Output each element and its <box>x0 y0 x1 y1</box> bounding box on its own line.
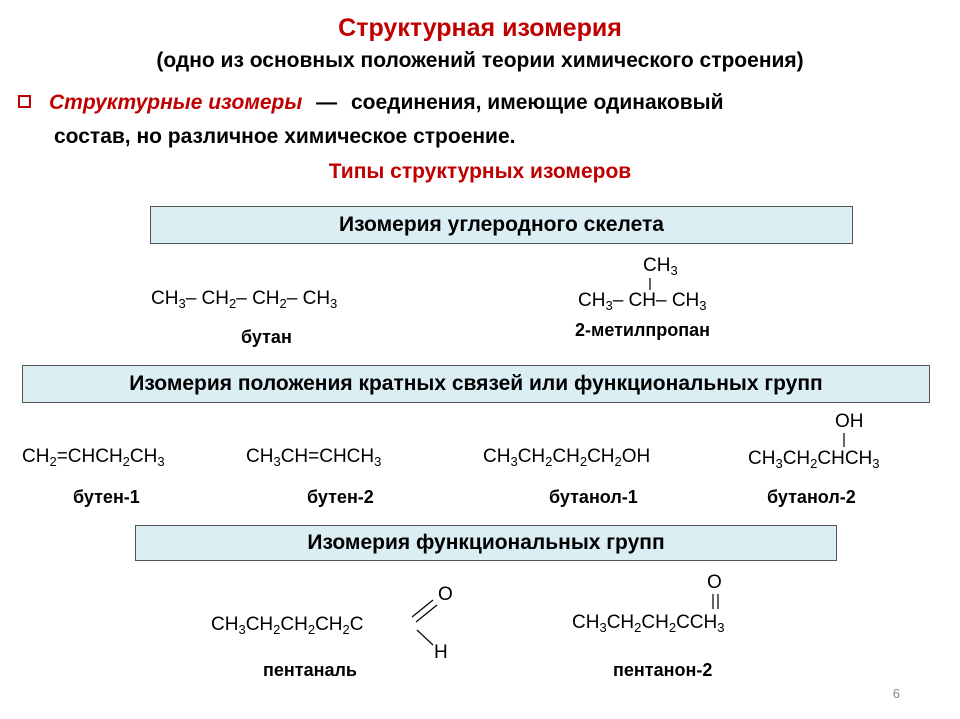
butane-formula: CH3– CH2– CH2– CH3 <box>151 288 338 311</box>
definition-term: Структурные изомеры <box>49 91 303 114</box>
pentanone-o: O <box>707 572 722 593</box>
section-carbon-skeleton: Изомерия углеродного скелета <box>150 206 853 244</box>
page-number: 6 <box>892 686 900 701</box>
butanol2-formula: CH3CH2CHCH3 <box>748 448 880 471</box>
types-heading: Типы структурных изомеров <box>328 160 632 183</box>
slide-title: Структурная изомерия <box>338 14 622 42</box>
definition-dash: — <box>316 91 338 114</box>
butene1-formula: CH2=CHCH2CH3 <box>22 446 165 469</box>
methylpropane-formula: CH3– CH– CH3 <box>578 290 707 313</box>
pentanal-name: пентаналь <box>263 660 357 680</box>
definition-text-continued: состав, но различное химическое строение… <box>54 125 516 148</box>
pentanal-co-bond-a <box>411 599 434 618</box>
pentanal-formula: CH3CH2CH2CH2C <box>211 614 364 637</box>
pentanal-carbonyl-c: C <box>349 614 364 635</box>
section-position-isomerism: Изомерия положения кратных связей или фу… <box>22 365 930 403</box>
methylpropane-name: 2-метилпропан <box>575 320 711 340</box>
pentanone2-name: пентанон-2 <box>613 660 713 680</box>
pentanone-formula: CH3CH2CH2CCH3 <box>572 612 725 635</box>
definition-line: Структурные изомеры — соединения, имеющи… <box>18 91 723 115</box>
pentanal-co-bond-b <box>415 604 438 623</box>
butane-name: бутан <box>241 327 292 347</box>
section-functional-groups: Изомерия функциональных групп <box>135 525 837 561</box>
checkbox-bullet-icon <box>18 95 31 108</box>
slide-subtitle: (одно из основных положений теории химич… <box>156 49 804 72</box>
pentanal-ch-bond <box>416 629 434 646</box>
pentanal-h: H <box>434 642 448 663</box>
branch-ch: CH <box>643 255 671 276</box>
butene2-formula: CH3CH=CHCH3 <box>246 446 382 469</box>
pentanal-o: O <box>438 584 453 605</box>
butene2-name: бутен-2 <box>307 487 374 507</box>
butene1-name: бутен-1 <box>73 487 140 507</box>
definition-text: соединения, имеющие одинаковый <box>351 91 724 114</box>
butanol2-oh: OH <box>835 411 864 432</box>
butanol2-name: бутанол-2 <box>767 487 856 507</box>
methylpropane-branch: CH3 <box>643 255 678 278</box>
butanol1-formula: CH3CH2CH2CH2OH <box>483 446 651 469</box>
butanol1-name: бутанол-1 <box>549 487 638 507</box>
